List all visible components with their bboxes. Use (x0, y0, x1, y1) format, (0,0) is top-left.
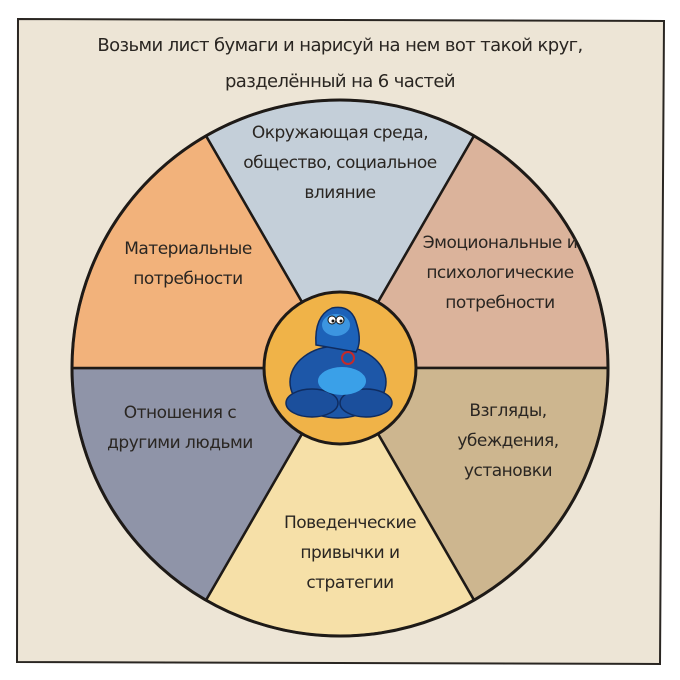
label-line: Окружающая среда, (251, 123, 429, 143)
title-line-2: разделённый на 6 частей (224, 71, 456, 92)
label-line: потребности (445, 293, 555, 313)
sector-label-material: Материальные потребности (124, 234, 252, 294)
label-line: Взгляды, (469, 401, 547, 421)
label-line: потребности (133, 269, 243, 289)
label-line: Отношения с (123, 403, 237, 423)
sector-label-environment: Окружающая среда, общество, социальное вли… (243, 118, 437, 208)
label-line: другими людьми (107, 433, 253, 453)
sector-label-relations: Отношения с другими людьми (107, 398, 253, 458)
label-line: Эмоциональные и (422, 233, 578, 253)
title-line-1: Возьми лист бумаги и нарисуй на нем вот … (97, 35, 583, 56)
label-line: общество, социальное (243, 153, 437, 173)
label-line: Материальные (124, 239, 252, 259)
sector-label-emotional: Эмоциональные и психологические потребност… (422, 228, 578, 318)
label-line: Поведенческие (283, 513, 417, 533)
label-line: влияние (304, 183, 376, 203)
label-line: психологические (426, 263, 574, 283)
label-line: привычки и (300, 543, 400, 563)
sector-label-views: Взгляды, убеждения, установки (457, 396, 559, 486)
wheel-outline (70, 98, 610, 638)
label-line: убеждения, (457, 431, 559, 451)
meditating-blue-creature-icon (285, 306, 393, 419)
label-line: стратегии (306, 573, 394, 593)
sector-label-behavior: Поведенческие привычки и стратегии (283, 508, 417, 598)
label-line: установки (463, 461, 553, 481)
